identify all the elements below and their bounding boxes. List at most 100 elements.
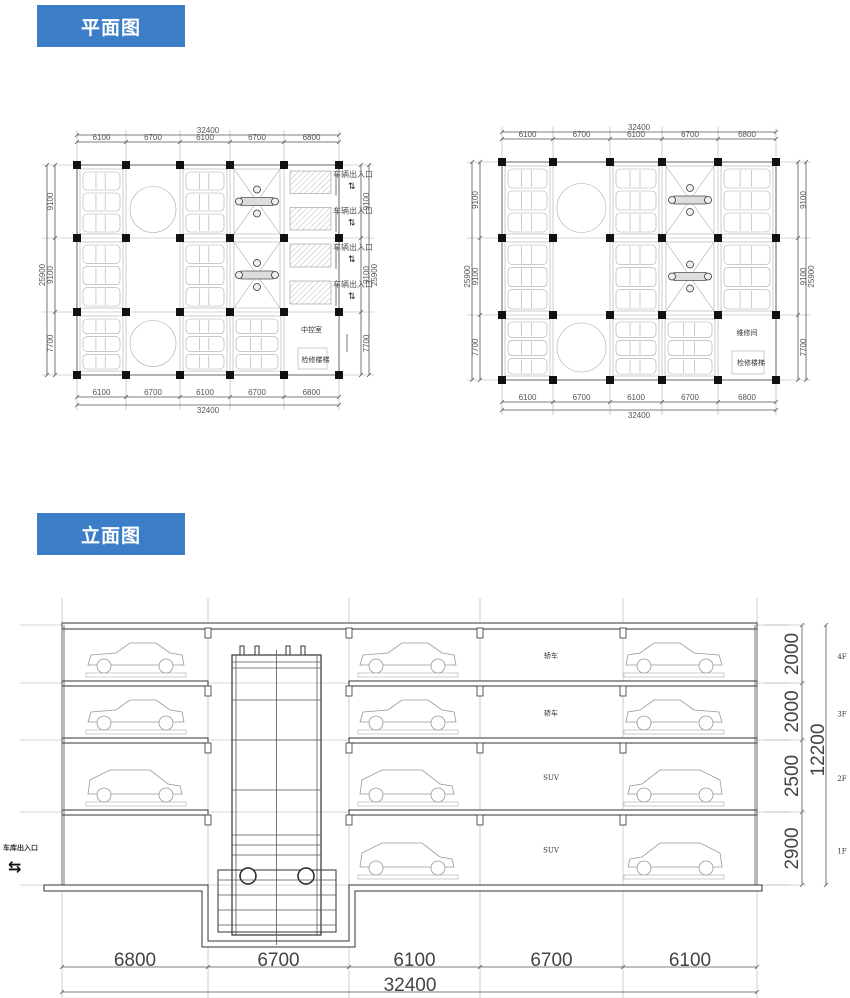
dimension-tick (499, 129, 505, 135)
car-side-icon (85, 642, 187, 678)
car-wheel (430, 787, 446, 803)
car-icon (185, 336, 225, 352)
dimension-tick (795, 235, 801, 241)
ground-slab-and-pit (43, 884, 763, 948)
car-icon (507, 190, 548, 211)
parking-bay (504, 318, 551, 377)
car-icon (667, 321, 713, 338)
car-icon (507, 358, 548, 375)
dimension-label: 6800 (738, 393, 756, 402)
entrance-bay (289, 170, 332, 194)
dimension-tick (52, 309, 58, 315)
structural-column (606, 234, 614, 242)
dimension-tick (59, 989, 65, 995)
structural-column (335, 234, 343, 242)
car-body (87, 642, 185, 666)
car-body (87, 769, 183, 795)
parking-bay (664, 318, 716, 377)
structural-column (714, 376, 722, 384)
car-pallet (357, 801, 459, 807)
car-icon (723, 212, 771, 233)
structural-column (714, 158, 722, 166)
structural-column (226, 234, 234, 242)
lift-motor-icon (271, 271, 279, 279)
structural-column (280, 161, 288, 169)
turntable (556, 183, 607, 233)
dimension-label: 6700 (681, 130, 699, 139)
car-icon (82, 192, 121, 212)
dimension-label: 9100 (362, 266, 371, 284)
dimension-label: 32400 (197, 406, 220, 415)
dimension-label: 32400 (384, 975, 437, 996)
structural-column (122, 161, 130, 169)
dimension-tick (59, 964, 65, 970)
car-icon (615, 358, 657, 375)
car-icon (235, 318, 279, 334)
floor-label: 4F (837, 653, 846, 661)
dimension-label: 7700 (46, 334, 55, 352)
structural-column (549, 311, 557, 319)
dimension-label: 6700 (144, 388, 162, 397)
car-icon (507, 212, 548, 233)
car-wheel (636, 787, 652, 803)
dimension-label: 9100 (799, 267, 808, 285)
car-wheel (96, 787, 112, 803)
structural-column (606, 158, 614, 166)
entrance-bay (289, 207, 332, 231)
car-wheel (430, 658, 446, 674)
car-side-icon (623, 842, 725, 880)
car-pallet (623, 801, 725, 807)
car-type-label: 轿车 (544, 651, 558, 660)
structural-column (606, 376, 614, 384)
car-icon (507, 267, 548, 287)
parking-bay (612, 165, 660, 235)
dimension-label: 25900 (463, 265, 472, 288)
dimension-tick (205, 964, 211, 970)
lift-carriage (240, 270, 274, 280)
car-body (627, 769, 723, 795)
entry-exit-arrows-icon: ⇆ (8, 857, 21, 876)
parking-bay (504, 241, 551, 312)
car-icon (235, 336, 279, 352)
dimension-label: 6100 (519, 130, 537, 139)
car-icon (615, 212, 657, 233)
floor-slab (61, 809, 209, 816)
dimension-label: 6100 (669, 950, 711, 971)
room-label: 维修间 (737, 328, 758, 337)
dimension-tick (773, 129, 779, 135)
dimension-tick (358, 372, 364, 378)
structural-column (606, 311, 614, 319)
dimension-tick (346, 964, 352, 970)
car-pallet (357, 729, 459, 735)
car-wheel (636, 658, 652, 674)
dimension-tick (499, 399, 505, 405)
dimension-label: 6100 (93, 388, 111, 397)
car-icon (185, 192, 225, 212)
car-icon (723, 289, 771, 310)
dimension-label: 6700 (681, 393, 699, 402)
drive-wheel-icon (297, 867, 315, 885)
car-icon (723, 190, 771, 211)
car-icon (667, 358, 713, 375)
structural-column (226, 308, 234, 316)
dimension-tick (469, 377, 475, 383)
lift-motor-icon (704, 272, 712, 281)
structural-column (122, 234, 130, 242)
dimension-tick (803, 377, 809, 383)
car-wheel (368, 715, 384, 731)
lift-motor-icon (253, 259, 261, 267)
entrance-label: 车辆出入口 (333, 242, 373, 252)
floor-label: 3F (837, 711, 846, 719)
lift-carriage (217, 869, 337, 933)
dimension-tick (281, 394, 287, 400)
turntable (129, 320, 177, 367)
structural-column (772, 311, 780, 319)
car-icon (82, 318, 121, 334)
dimension-label: 6100 (196, 133, 214, 142)
floor-slab (61, 680, 209, 687)
structural-column (658, 234, 666, 242)
car-wheel (698, 715, 714, 731)
parking-bay (182, 315, 228, 372)
car-body (359, 842, 455, 868)
